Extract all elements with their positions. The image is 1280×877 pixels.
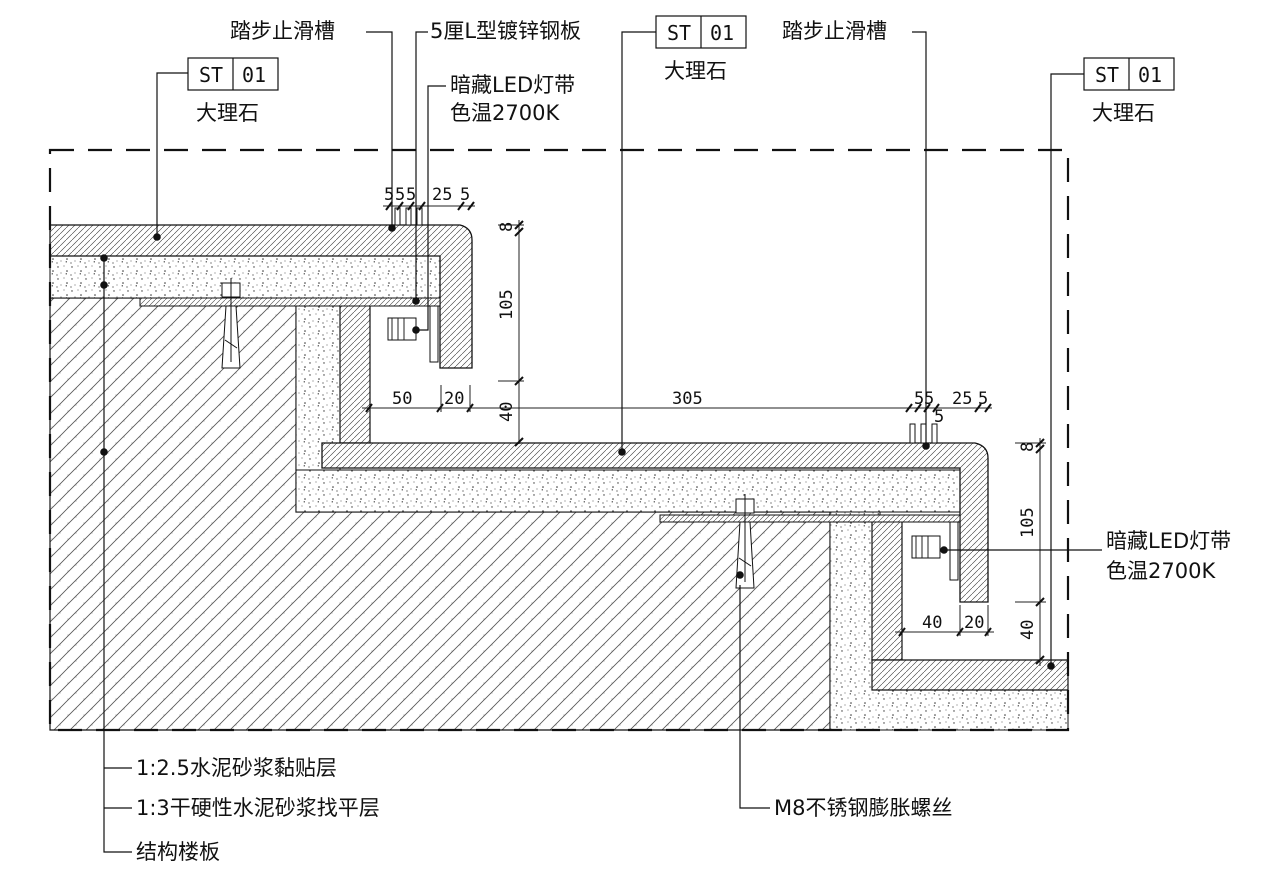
dim-top-5b: 5 bbox=[395, 185, 405, 205]
label-expansion-bolt: M8不锈钢膨胀螺丝 bbox=[774, 796, 952, 820]
material-tag-middle: ST 01 大理石 bbox=[655, 15, 747, 83]
dim-upper-40: 40 bbox=[497, 402, 517, 422]
label-led-top-2: 色温2700K bbox=[450, 101, 560, 125]
leader-dots bbox=[100, 224, 1055, 670]
dim-upper-8: 8 bbox=[497, 222, 517, 232]
dim-top-25: 25 bbox=[432, 185, 452, 205]
upper-marble-riser bbox=[339, 304, 371, 444]
label-mortar-level: 1:3干硬性水泥砂浆找平层 bbox=[136, 796, 380, 820]
dim-top-5a: 5 bbox=[384, 185, 394, 205]
dim-middle-chain bbox=[362, 385, 992, 413]
label-led-top-1: 暗藏LED灯带 bbox=[450, 73, 575, 97]
dim-lower-105: 105 bbox=[1018, 507, 1038, 538]
lower-steel-plate-leg bbox=[949, 521, 959, 581]
tag-left-material: 大理石 bbox=[196, 101, 259, 125]
dim-mid-50: 50 bbox=[392, 389, 412, 409]
dim-mid-5a: 5 bbox=[914, 389, 924, 409]
dim-top-5c: 5 bbox=[406, 185, 416, 205]
dim-mid-305: 305 bbox=[672, 389, 703, 409]
label-mortar-bond: 1:2.5水泥砂浆黏贴层 bbox=[136, 756, 337, 780]
tag-middle-code: ST bbox=[667, 21, 691, 45]
dim-top-chain bbox=[383, 201, 475, 211]
upper-marble-tread bbox=[49, 224, 473, 369]
lower-marble-riser bbox=[871, 519, 903, 661]
tag-right-code: ST bbox=[1095, 63, 1119, 87]
lower-steel-plate bbox=[659, 514, 961, 523]
detail-boundary bbox=[48, 148, 1070, 732]
dim-lower-horizontal bbox=[895, 605, 994, 637]
tag-middle-number: 01 bbox=[710, 21, 734, 45]
lower-marble-floor bbox=[871, 659, 1069, 691]
led-strip-upper bbox=[387, 317, 417, 341]
dim-lower-20: 20 bbox=[964, 613, 984, 633]
led-strip-lower bbox=[911, 535, 941, 559]
material-tag-left: ST 01 大理石 bbox=[187, 57, 279, 125]
label-anti-slip-right: 踏步止滑槽 bbox=[782, 19, 887, 43]
label-anti-slip-left: 踏步止滑槽 bbox=[230, 19, 335, 43]
label-led-right-2: 色温2700K bbox=[1106, 559, 1216, 583]
dim-mid-5d: 5 bbox=[978, 389, 988, 409]
dim-lower-40: 40 bbox=[1018, 620, 1038, 640]
label-steel-plate: 5厘L型镀锌钢板 bbox=[430, 19, 581, 43]
dim-mid-5c: 5 bbox=[934, 407, 944, 427]
label-led-right-1: 暗藏LED灯带 bbox=[1106, 529, 1231, 553]
dim-lower-vertical bbox=[1015, 438, 1046, 666]
dim-upper-vertical bbox=[498, 220, 524, 447]
dim-upper-105: 105 bbox=[497, 289, 517, 320]
tag-right-number: 01 bbox=[1138, 63, 1162, 87]
upper-screed bbox=[49, 255, 446, 299]
anti-slip-grooves-upper bbox=[394, 207, 423, 226]
dim-mid-25: 25 bbox=[952, 389, 972, 409]
label-structural-slab: 结构楼板 bbox=[136, 840, 220, 864]
tag-middle-material: 大理石 bbox=[664, 59, 727, 83]
dim-top-5d: 5 bbox=[460, 185, 470, 205]
leader-lines bbox=[103, 31, 1102, 853]
middle-screed bbox=[295, 469, 966, 513]
upper-steel-plate bbox=[139, 297, 441, 307]
upper-steel-plate-leg bbox=[429, 305, 439, 363]
material-tag-right: ST 01 大理石 bbox=[1083, 57, 1175, 125]
tag-left-code: ST bbox=[199, 63, 223, 87]
dim-mid-20: 20 bbox=[444, 389, 464, 409]
middle-marble-tread bbox=[321, 442, 989, 603]
dim-mid-5b: 5 bbox=[924, 389, 934, 409]
anti-slip-grooves-lower bbox=[909, 423, 938, 444]
dim-lower-40b: 40 bbox=[922, 613, 942, 633]
tag-right-material: 大理石 bbox=[1092, 101, 1155, 125]
tag-left-number: 01 bbox=[242, 63, 266, 87]
expansion-bolt-upper bbox=[221, 278, 241, 369]
dim-lower-8: 8 bbox=[1018, 442, 1038, 452]
